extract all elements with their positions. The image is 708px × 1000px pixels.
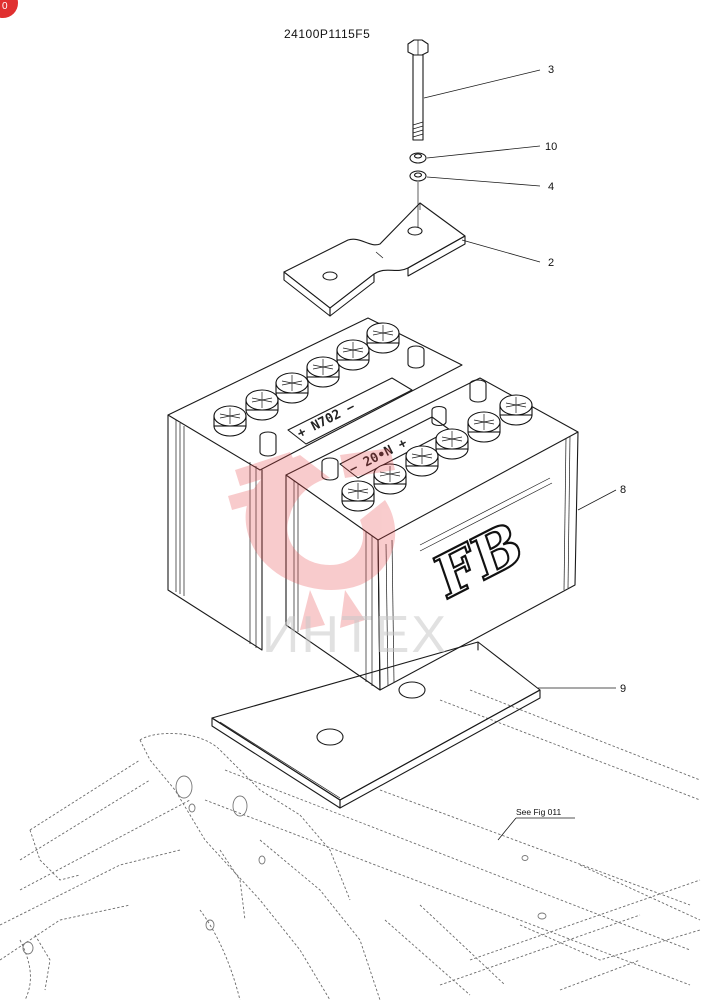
bolt — [407, 39, 429, 228]
truck-frame — [0, 689, 701, 1000]
battery-left-terminals — [259, 345, 425, 457]
callout-3: 3 — [548, 64, 554, 76]
lock-washer — [409, 152, 427, 164]
watermark-text: ИНТЕХ — [262, 606, 448, 664]
battery-left-caps — [213, 322, 400, 437]
battery-right-caps — [341, 394, 533, 512]
callout-9: 9 — [620, 683, 626, 695]
callout-2: 2 — [548, 257, 554, 269]
drawing-code: 24100P1115F5 — [284, 27, 370, 41]
battery-brand: FB — [427, 507, 530, 614]
see-fig-note: See Fig 011 — [516, 807, 561, 817]
callout-leaders — [423, 69, 617, 689]
callout-10: 10 — [545, 141, 557, 153]
battery-tray — [211, 641, 541, 809]
hold-down-plate — [283, 202, 466, 317]
callout-8: 8 — [620, 484, 626, 496]
corner-badge-text: 0 — [2, 1, 8, 12]
callout-4: 4 — [548, 181, 554, 193]
corner-badge: 0 — [0, 0, 18, 18]
battery-left: + N702 − — [167, 317, 463, 651]
watermark-logo — [228, 448, 396, 630]
nut — [409, 170, 427, 182]
battery-right-terminals — [321, 379, 487, 481]
see-fig-leader — [497, 817, 517, 841]
